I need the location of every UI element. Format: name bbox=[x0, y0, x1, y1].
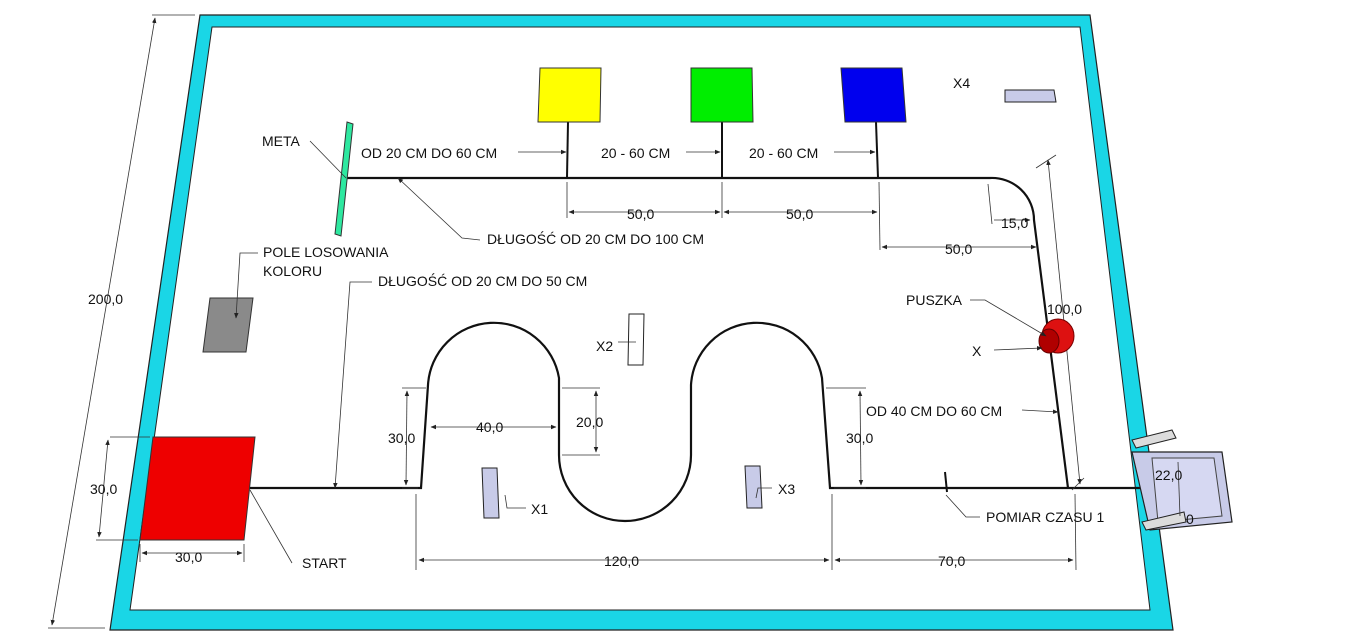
serp-20-label: 20,0 bbox=[576, 414, 603, 430]
dimension-total-height-label: 200,0 bbox=[88, 291, 123, 307]
right-100-label: 100,0 bbox=[1047, 301, 1082, 317]
yellow-post bbox=[566, 121, 569, 179]
start-width-label: 30,0 bbox=[175, 549, 202, 565]
x3-label: X3 bbox=[778, 481, 795, 497]
from40to60-label: OD 40 CM DO 60 CM bbox=[866, 403, 1002, 419]
x1-leader bbox=[504, 494, 526, 509]
serp-30-right-label: 30,0 bbox=[846, 430, 873, 446]
x2-label: X2 bbox=[596, 338, 613, 354]
x-label: X bbox=[972, 343, 982, 359]
dim-70-label: 70,0 bbox=[938, 553, 965, 569]
box-22-label: 22,0 bbox=[1155, 467, 1182, 483]
dim-120-label: 120,0 bbox=[604, 553, 639, 569]
serp-30-left-label: 30,0 bbox=[388, 430, 415, 446]
spacing-50c-label: 50,0 bbox=[945, 241, 972, 257]
from20to60-label: OD 20 CM DO 60 CM bbox=[361, 145, 497, 161]
finish-box bbox=[1131, 429, 1233, 531]
spacing-15-label: 15,0 bbox=[1001, 215, 1028, 231]
spacing-dimensions bbox=[566, 181, 1037, 251]
from40to60-arrow bbox=[1021, 409, 1059, 414]
dimension-total-height bbox=[48, 14, 195, 629]
obstacle-x1 bbox=[481, 467, 500, 519]
obstacle-x2 bbox=[627, 313, 645, 366]
range-a-label: 20 - 60 CM bbox=[601, 145, 670, 161]
len-20-50-leader bbox=[333, 281, 372, 489]
random-color-leader bbox=[234, 252, 258, 319]
start-square bbox=[139, 436, 256, 541]
blue-square bbox=[840, 67, 907, 123]
green-square bbox=[690, 67, 754, 123]
random-color-label-2: KOLORU bbox=[263, 263, 322, 279]
meta-leader bbox=[309, 140, 347, 179]
yellow-square bbox=[537, 67, 602, 123]
pomiar-leader bbox=[945, 494, 980, 518]
x-leader bbox=[993, 345, 1043, 351]
x4-label: X4 bbox=[953, 75, 970, 91]
spacing-50b-label: 50,0 bbox=[786, 206, 813, 222]
puszka-label: PUSZKA bbox=[906, 292, 963, 308]
puszka-leader bbox=[970, 299, 1047, 337]
blue-post bbox=[875, 121, 879, 179]
serp-40-label: 40,0 bbox=[476, 419, 503, 435]
meta-label: META bbox=[262, 133, 301, 149]
spacing-50a-label: 50,0 bbox=[627, 206, 654, 222]
start-label: START bbox=[302, 555, 347, 571]
box-small-label: 0 bbox=[1186, 511, 1194, 527]
start-dimensions bbox=[96, 436, 245, 562]
track-line-lower bbox=[250, 321, 1150, 523]
start-leader bbox=[249, 489, 293, 564]
start-height-label: 30,0 bbox=[90, 481, 117, 497]
random-color-label-1: POLE LOSOWANIA bbox=[263, 244, 389, 260]
obstacle-x3 bbox=[744, 465, 763, 509]
range-b-label: 20 - 60 CM bbox=[749, 145, 818, 161]
serpentine-dimensions bbox=[402, 387, 1077, 571]
finish-bar bbox=[334, 121, 354, 237]
len-20-50-label: DŁUGOŚĆ OD 20 CM DO 50 CM bbox=[378, 272, 587, 289]
obstacle-x4 bbox=[1004, 89, 1057, 103]
len-20-100-label: DŁUGOŚĆ OD 20 CM DO 100 CM bbox=[487, 230, 704, 247]
x3-leader bbox=[755, 487, 772, 499]
x1-label: X1 bbox=[531, 501, 548, 517]
track-line-right bbox=[345, 176, 1070, 489]
pomiar-label: POMIAR CZASU 1 bbox=[986, 509, 1104, 525]
timing-marker bbox=[944, 471, 948, 493]
len-20-100-leader bbox=[397, 177, 481, 241]
random-color-field bbox=[202, 297, 254, 353]
